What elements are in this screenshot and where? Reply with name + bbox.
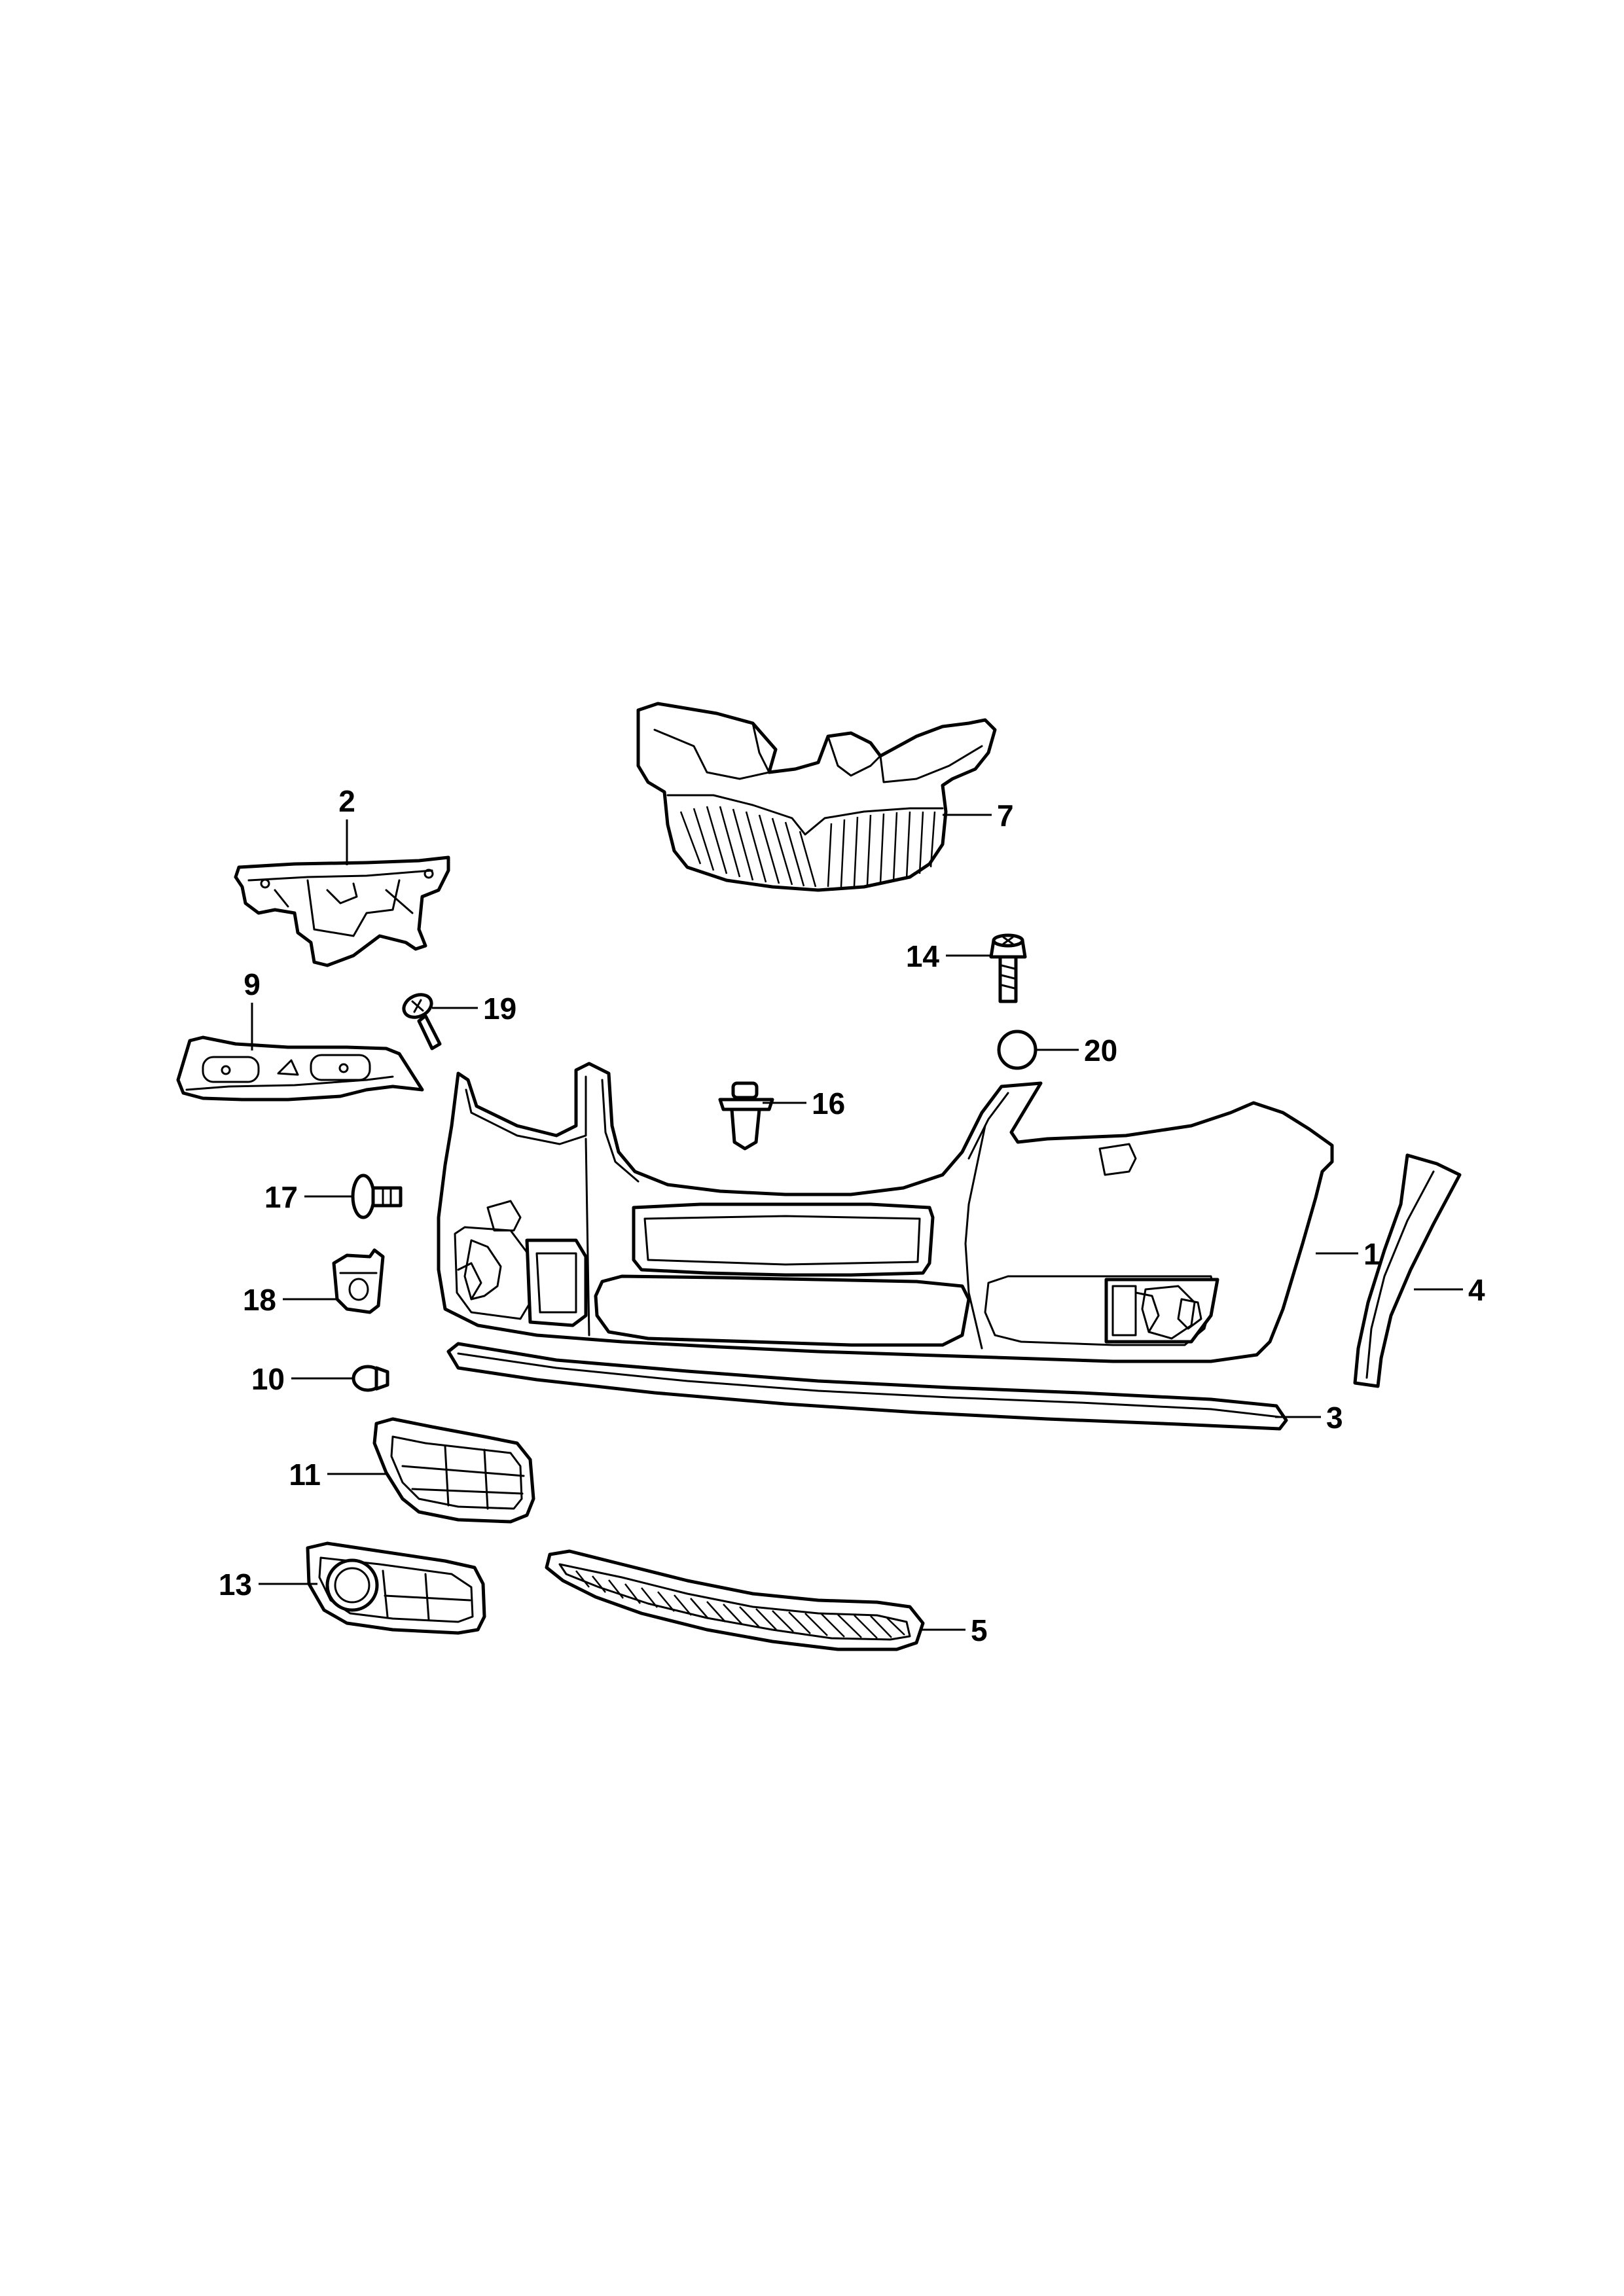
callout-3: 3 [1326,1401,1343,1435]
callout-5: 5 [971,1613,988,1647]
part-2-bumper-bracket [234,855,450,967]
part-18-clip-nut [332,1248,385,1314]
part-14-bolt [989,933,1027,1003]
callout-18: 18 [243,1283,276,1317]
part-4-wheel-arch-trim [1353,1153,1462,1388]
part-16-clip [718,1081,774,1151]
grille-slats [679,806,936,888]
part-9-mounting-trim [176,1035,424,1102]
callout-1: 1 [1363,1237,1380,1271]
part-1-bumper-cover [437,1062,1334,1363]
part-3-spoiler-lip [446,1342,1288,1431]
callout-13: 13 [219,1568,252,1602]
callout-9: 9 [244,967,261,1001]
part-5-lower-grille [545,1549,925,1651]
callout-14: 14 [906,939,940,973]
callout-10: 10 [251,1362,285,1396]
part-7-radiator-grille [636,702,997,892]
part-20-cap [997,1030,1038,1070]
callout-labels: 1 2 3 4 5 7 9 10 11 13 14 16 17 18 19 20 [219,784,1485,1647]
callout-16: 16 [812,1086,845,1121]
callout-20: 20 [1084,1033,1117,1067]
part-11-side-grille [372,1417,535,1524]
callout-11: 11 [289,1458,321,1492]
callout-7: 7 [997,798,1014,833]
callout-4: 4 [1468,1273,1485,1307]
part-17-bolt [351,1174,403,1219]
leader-lines [251,814,1463,1631]
lower-grille-slats [575,1570,905,1639]
part-10-clip [352,1365,389,1392]
callout-19: 19 [483,992,516,1026]
part-19-screw [402,993,442,1050]
callout-17: 17 [264,1180,298,1214]
callout-2: 2 [338,784,355,818]
part-13-fog-lamp-grille [306,1541,486,1635]
